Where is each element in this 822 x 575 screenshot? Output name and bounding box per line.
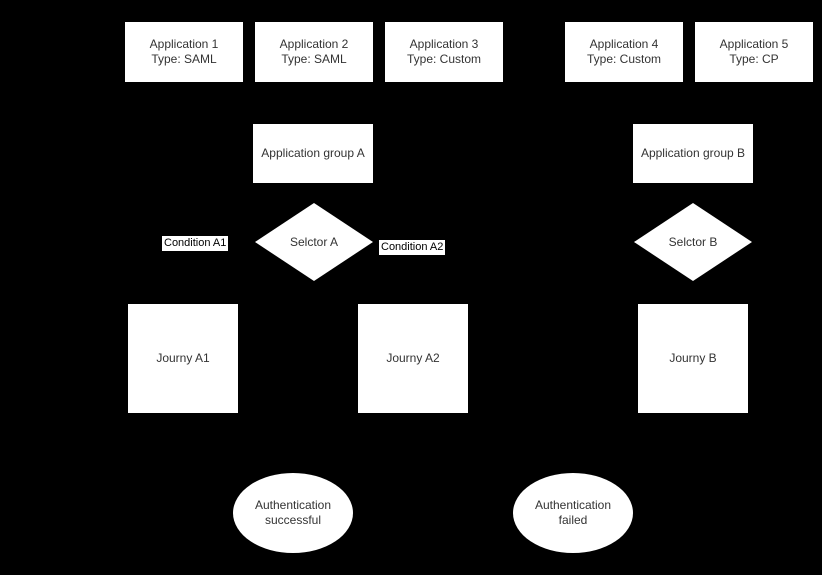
authentication-successful-line2: successful: [264, 513, 322, 527]
journey-a2-label: Journy A2: [386, 351, 440, 365]
application-4-type: Type: Custom: [586, 52, 662, 66]
authentication-failed-line2: failed: [558, 513, 588, 527]
application-1-node: Application 1 Type: SAML: [125, 22, 243, 82]
authentication-failed-line1: Authentication: [534, 498, 612, 512]
application-group-a-label: Application group A: [261, 146, 365, 160]
application-4-node: Application 4 Type: Custom: [565, 22, 683, 82]
application-group-b-node: Application group B: [633, 124, 753, 183]
application-3-type: Type: Custom: [406, 52, 482, 66]
selector-a-label: Selctor A: [289, 234, 339, 249]
application-5-type: Type: CP: [729, 52, 779, 66]
journey-a2-node: Journy A2: [358, 304, 468, 413]
application-4-name: Application 4: [589, 37, 659, 51]
authentication-failed-node: Authentication failed: [513, 473, 633, 553]
application-3-name: Application 3: [409, 37, 479, 51]
journey-a1-node: Journy A1: [128, 304, 238, 413]
authentication-successful-node: Authentication successful: [233, 473, 353, 553]
application-group-b-label: Application group B: [640, 146, 746, 160]
selector-b-node: Selctor B: [634, 203, 752, 281]
selector-a-node: Selctor A: [255, 203, 373, 281]
application-group-a-node: Application group A: [253, 124, 373, 183]
application-1-type: Type: SAML: [151, 52, 217, 66]
authentication-successful-line1: Authentication: [254, 498, 332, 512]
selector-b-label: Selctor B: [668, 234, 718, 249]
application-3-node: Application 3 Type: Custom: [385, 22, 503, 82]
application-2-type: Type: SAML: [281, 52, 347, 66]
application-1-name: Application 1: [149, 37, 219, 51]
condition-a2-label: Condition A2: [379, 240, 446, 255]
journey-b-label: Journy B: [669, 351, 717, 365]
journey-a1-label: Journy A1: [156, 351, 210, 365]
application-2-name: Application 2: [279, 37, 349, 51]
application-5-node: Application 5 Type: CP: [695, 22, 813, 82]
application-5-name: Application 5: [719, 37, 789, 51]
application-2-node: Application 2 Type: SAML: [255, 22, 373, 82]
journey-b-node: Journy B: [638, 304, 748, 413]
condition-a1-label: Condition A1: [162, 236, 229, 251]
